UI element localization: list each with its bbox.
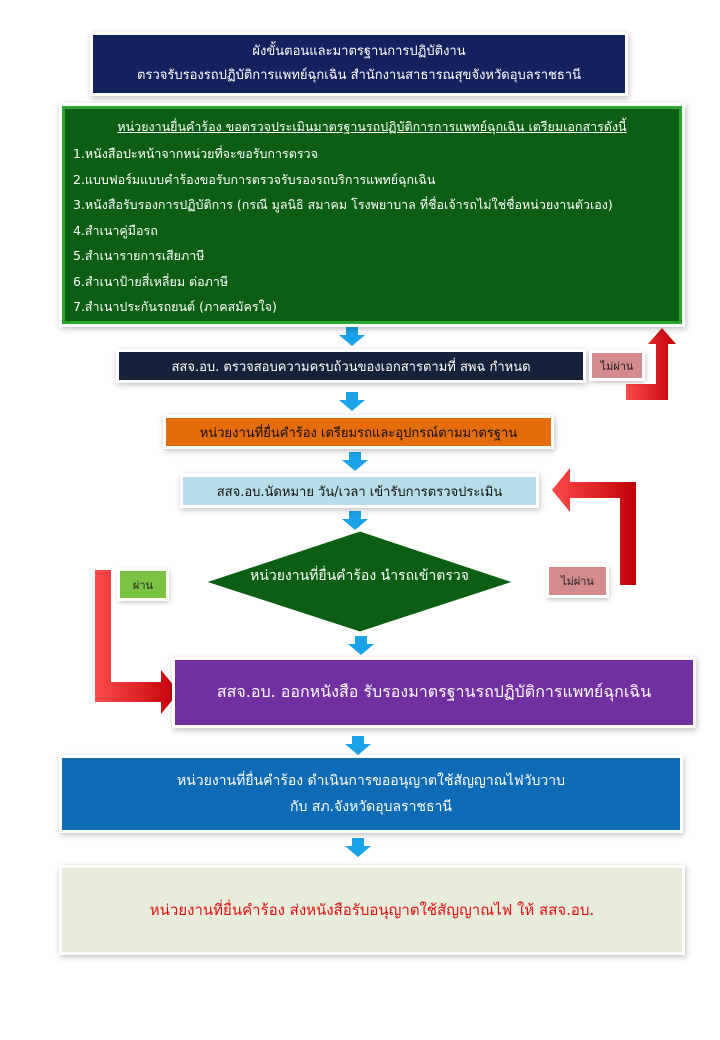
- pass-arrow-icon: [95, 570, 179, 714]
- document-item: 1.หนังสือปะหน้าจากหน่วยที่จะขอรับการตรวจ: [73, 146, 318, 161]
- return-arrow-icon: [552, 468, 636, 585]
- pass-label: ผ่าน: [120, 571, 166, 598]
- license-line-1: หน่วยงานที่ยื่นคำร้อง ดำเนินการขออนุญาตใ…: [176, 773, 566, 789]
- title-line-1: ผังขั้นตอนและมาตรฐานการปฏิบัติงาน: [252, 44, 466, 59]
- document-item: 6.สำเนาป้ายสี่เหลี่ยม ต่อภาษี: [73, 273, 229, 289]
- decision-inspect-text: หน่วยงานที่ยื่นคำร้อง นำรถเข้าตรวจ: [250, 568, 469, 584]
- step-license: หน่วยงานที่ยื่นคำร้อง ดำเนินการขออนุญาตใ…: [62, 758, 680, 830]
- return-arrow-icon: [626, 328, 676, 400]
- document-item: 3.หนังสือรับรองการปฏิบัติการ (กรณี มูลนิ…: [73, 197, 613, 212]
- document-item: 5.สำเนารายการเสียภาษี: [73, 248, 205, 263]
- documents-heading: หน่วยงานยื่นคำร้อง ขอตรวจประเมินมาตรฐานร…: [117, 119, 627, 134]
- decision-diamond: [198, 528, 521, 635]
- page-title: ผังขั้นตอนและมาตรฐานการปฏิบัติงาน ตรวจรั…: [93, 35, 625, 93]
- step-prepare-vehicle: หน่วยงานที่ยื่นคำร้อง เตรียมรถและอุปกรณ์…: [166, 418, 551, 446]
- license-line-2: กับ สภ.จังหวัดอุบลราชธานี: [290, 799, 452, 815]
- step-check-documents: สสจ.อบ. ตรวจสอบความครบถ้วนของเอกสารตามที…: [119, 352, 583, 380]
- document-item: 7.สำเนาประกันรถยนต์ (ภาคสมัครใจ): [73, 299, 277, 314]
- down-arrow-icon: [342, 452, 368, 471]
- step-appointment: สสจ.อบ.นัดหมาย วัน/เวลา เข้ารับการตรวจปร…: [183, 477, 536, 505]
- down-arrow-icon: [345, 736, 371, 755]
- title-line-2: ตรวจรับรองรถปฏิบัติการแพทย์ฉุกเฉิน สำนัก…: [137, 68, 581, 83]
- step-submit-license: หน่วยงานที่ยื่นคำร้อง ส่งหนังสือรับอนุญา…: [62, 868, 682, 952]
- step-certify: สสจ.อบ. ออกหนังสือ รับรองมาตรฐานรถปฏิบัต…: [175, 660, 693, 725]
- document-item: 4.สำเนาคู่มือรถ: [73, 222, 158, 238]
- down-arrow-icon: [339, 327, 365, 346]
- fail-label: ไม่ผ่าน: [549, 567, 606, 595]
- down-arrow-icon: [339, 392, 365, 411]
- fail-label: ไม่ผ่าน: [592, 353, 642, 378]
- down-arrow-icon: [342, 511, 368, 530]
- document-item: 2.แบบฟอร์มแบบคำร้องขอรับการตรวจรับรองรถบ…: [73, 171, 436, 187]
- down-arrow-icon: [345, 838, 371, 857]
- required-documents-box: หน่วยงานยื่นคำร้อง ขอตรวจประเมินมาตรฐานร…: [62, 106, 682, 324]
- down-arrow-icon: [348, 636, 374, 655]
